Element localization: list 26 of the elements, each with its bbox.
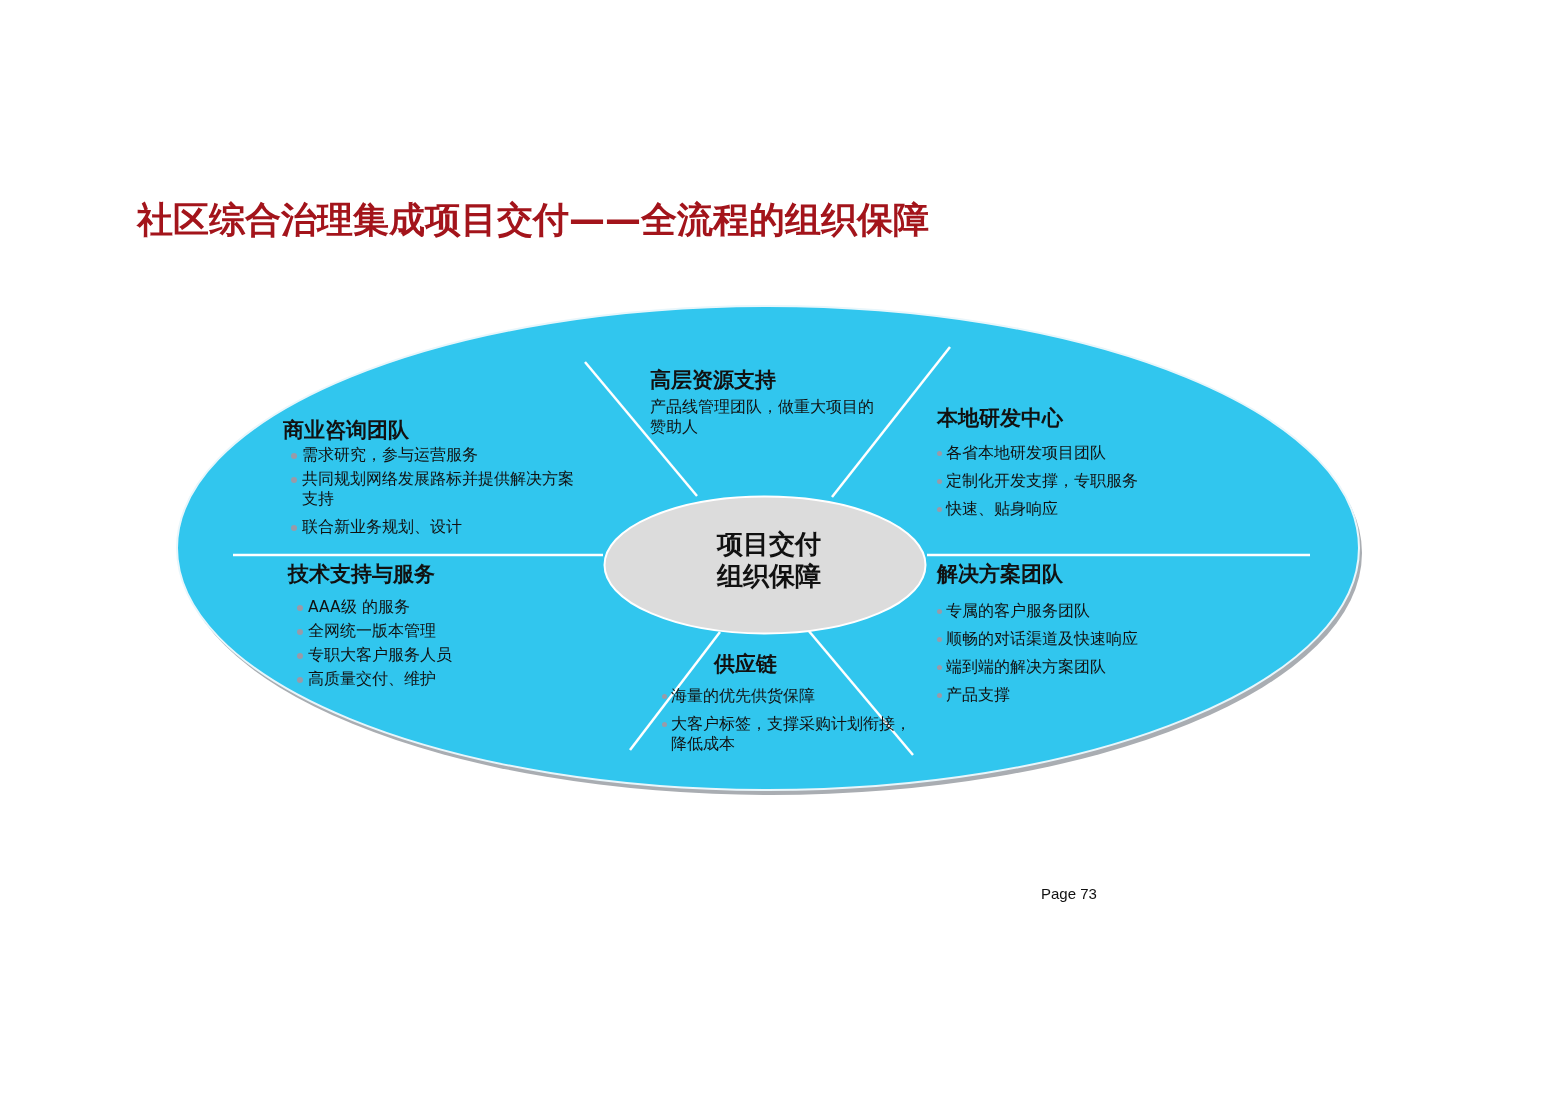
bullet-item: 需求研究，参与运营服务 bbox=[290, 445, 577, 465]
center-ellipse bbox=[603, 495, 927, 635]
bullet-item: 顺畅的对话渠道及快速响应 bbox=[937, 629, 1226, 649]
section-text: 产品线管理团队，做重大项目的赞助人 bbox=[650, 397, 875, 437]
bullet-item: 快速、贴身响应 bbox=[937, 499, 1226, 519]
section-heading: 解决方案团队 bbox=[937, 561, 1063, 587]
center-label: 项目交付组织保障 bbox=[715, 528, 822, 592]
section-heading: 本地研发中心 bbox=[937, 405, 1063, 431]
bullet-item: 各省本地研发项目团队 bbox=[937, 443, 1226, 463]
page-number: Page 73 bbox=[1041, 884, 1097, 904]
bullet-item: 专属的客户服务团队 bbox=[937, 601, 1226, 621]
bullet-item: 共同规划网络发展路标并提供解决方案支持 bbox=[290, 469, 577, 509]
section-heading: 高层资源支持 bbox=[650, 367, 776, 393]
bullet-item: 高质量交付、维护 bbox=[296, 669, 600, 689]
slide-title: 社区综合治理集成项目交付——全流程的组织保障 bbox=[137, 198, 929, 242]
bullet-item: AAA级 的服务 bbox=[296, 597, 600, 617]
section-heading: 商业咨询团队 bbox=[283, 417, 409, 443]
section-heading: 技术支持与服务 bbox=[288, 561, 435, 587]
bullet-item: 海量的优先供货保障 bbox=[662, 686, 919, 706]
section-heading: 供应链 bbox=[714, 651, 777, 677]
bullet-item: 专职大客户服务人员 bbox=[296, 645, 600, 665]
bullet-item: 联合新业务规划、设计 bbox=[290, 517, 577, 537]
bullet-item: 端到端的解决方案团队 bbox=[937, 657, 1226, 677]
bullet-item: 定制化开发支撑，专职服务 bbox=[937, 471, 1226, 491]
bullet-item: 产品支撑 bbox=[937, 685, 1226, 705]
bullet-item: 全网统一版本管理 bbox=[296, 621, 600, 641]
